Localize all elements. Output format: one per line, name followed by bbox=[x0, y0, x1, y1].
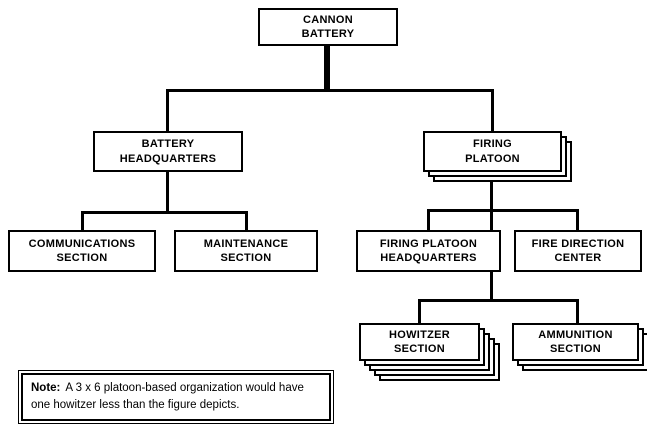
connector-firing-row2-horizontal bbox=[418, 299, 579, 302]
note-content: Note:A 3 x 6 platoon-based organization … bbox=[21, 373, 331, 422]
connector-battery-hq-stem bbox=[166, 172, 169, 214]
node-firing-platoon-headquarters: FIRING PLATOON HEADQUARTERS bbox=[356, 230, 501, 272]
note-box: Note:A 3 x 6 platoon-based organization … bbox=[18, 370, 334, 425]
connector-battery-hq-horizontal bbox=[81, 211, 248, 214]
node-ammunition-section-label: AMMUNITION SECTION bbox=[538, 328, 613, 355]
node-maintenance-section: MAINTENANCE SECTION bbox=[174, 230, 318, 272]
node-firing-platoon-stack: FIRING PLATOON bbox=[423, 131, 572, 182]
node-ammunition-section: AMMUNITION SECTION bbox=[512, 323, 639, 361]
connector-drop-firing-platoon-hq bbox=[427, 209, 430, 231]
note-label: Note: bbox=[31, 382, 61, 394]
connector-drop-battery-hq bbox=[166, 89, 169, 132]
node-cannon-battery: CANNON BATTERY bbox=[258, 8, 398, 46]
node-howitzer-section: HOWITZER SECTION bbox=[359, 323, 480, 361]
connector-firing-row1-horizontal bbox=[427, 209, 579, 212]
node-firing-platoon-headquarters-label: FIRING PLATOON HEADQUARTERS bbox=[379, 237, 478, 264]
connector-drop-communications bbox=[81, 211, 84, 231]
node-howitzer-section-label: HOWITZER SECTION bbox=[388, 328, 451, 355]
node-communications-section: COMMUNICATIONS SECTION bbox=[8, 230, 156, 272]
connector-top-horizontal bbox=[166, 89, 494, 92]
connector-drop-ammunition bbox=[576, 299, 579, 324]
node-maintenance-section-label: MAINTENANCE SECTION bbox=[203, 237, 289, 264]
node-howitzer-section-stack: HOWITZER SECTION bbox=[359, 323, 500, 381]
connector-drop-fire-direction bbox=[576, 209, 579, 231]
node-communications-section-label: COMMUNICATIONS SECTION bbox=[28, 237, 136, 264]
node-cannon-battery-label: CANNON BATTERY bbox=[301, 13, 355, 40]
connector-drop-maintenance bbox=[245, 211, 248, 231]
node-battery-headquarters: BATTERY HEADQUARTERS bbox=[93, 131, 243, 172]
connector-root-stem bbox=[324, 45, 330, 91]
connector-drop-howitzer bbox=[418, 299, 421, 324]
node-ammunition-section-stack: AMMUNITION SECTION bbox=[512, 323, 647, 371]
node-firing-platoon: FIRING PLATOON bbox=[423, 131, 562, 172]
node-firing-platoon-label: FIRING PLATOON bbox=[465, 138, 520, 165]
connector-drop-firing-platoon bbox=[491, 89, 494, 132]
note-text: A 3 x 6 platoon-based organization would… bbox=[31, 382, 304, 411]
node-battery-headquarters-label: BATTERY HEADQUARTERS bbox=[119, 138, 217, 165]
node-fire-direction-center: FIRE DIRECTION CENTER bbox=[514, 230, 642, 272]
node-fire-direction-center-label: FIRE DIRECTION CENTER bbox=[531, 237, 625, 264]
